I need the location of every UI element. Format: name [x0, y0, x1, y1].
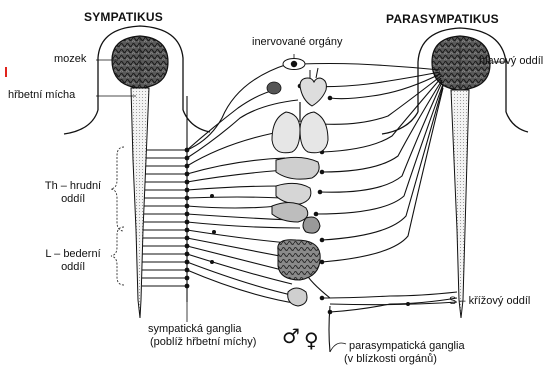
head-part-label: hlavový oddíl	[479, 55, 543, 68]
liver-stomach-organ	[276, 157, 319, 204]
sympathetic-title: SYMPATIKUS	[84, 11, 163, 24]
kidney-organ	[303, 217, 320, 233]
intestines-organ	[278, 240, 320, 280]
para-ganglia-label-2: (v blízkosti orgánů)	[344, 353, 437, 365]
lumbar-label-1: L – bederní	[30, 248, 116, 261]
symp-ganglia-label-1: sympatická ganglia	[148, 323, 242, 336]
parasympathetic-spinal-cord	[451, 90, 469, 318]
sympathetic-nerves	[142, 64, 300, 304]
sacral-label: S – křížový oddíl	[449, 295, 530, 308]
lungs-organ	[272, 102, 328, 153]
red-margin-mark	[5, 67, 7, 77]
salivary-gland-organ	[267, 82, 281, 94]
symp-ganglia-label-2: (poblíž hřbetní míchy)	[150, 336, 256, 349]
organs-label: inervované orgány	[252, 36, 343, 49]
spinal-cord-label: hřbetní mícha	[8, 89, 75, 102]
para-ganglia-label-1: parasympatická ganglia	[349, 340, 465, 353]
eye-organ	[283, 59, 305, 70]
sympathetic-spinal-cord	[131, 88, 149, 318]
heart-organ	[300, 68, 326, 106]
lumbar-label-2: oddíl	[30, 261, 116, 274]
thoracic-label-2: oddíl	[30, 193, 116, 206]
male-symbol: ♂	[282, 326, 300, 346]
female-symbol: ♀	[304, 330, 319, 350]
parasympathetic-title: PARASYMPATIKUS	[386, 13, 499, 26]
thoracic-label-1: Th – hrudní	[30, 180, 116, 193]
parasympathetic-nerves	[300, 64, 457, 353]
bladder-organ	[288, 288, 307, 306]
brain-label: mozek	[54, 53, 86, 66]
